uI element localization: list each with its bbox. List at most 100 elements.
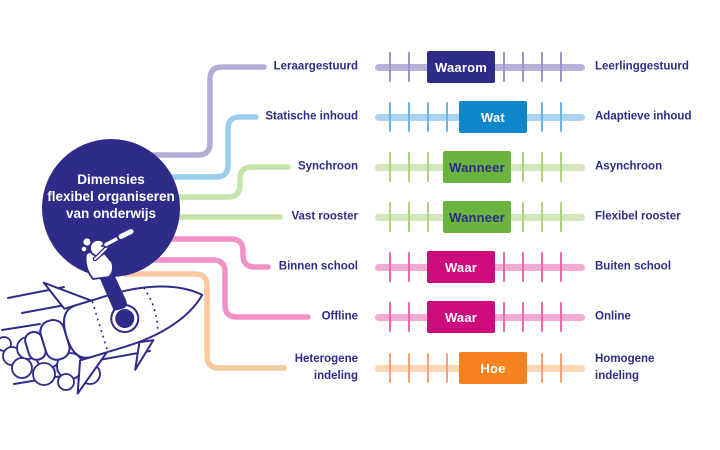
girl-leg [97,268,127,311]
title-line: flexibel organiseren [47,189,175,204]
right-pole-label: Asynchroon [595,160,663,173]
slider-track: Wanneer [375,149,585,185]
tick-mark [560,52,562,82]
tick-mark [389,102,391,132]
right-pole-label: Adaptieve inhoud [595,110,692,123]
rocket-illustration [24,281,204,395]
tick-mark [408,353,410,383]
tick-mark [427,202,429,232]
slider-track: Wanneer [375,199,585,235]
tick-mark [522,52,524,82]
tick-mark [446,353,448,383]
tick-mark [541,302,543,332]
girl-eye [101,245,103,247]
right-pole-label: Buiten school [595,260,672,273]
dimension-row: Statische inhoud Wat Adaptieve inhoud [0,99,720,135]
diagram-title: Dimensies flexibel organiseren van onder… [34,171,188,222]
right-pole-label: Homogene indeling [595,352,655,382]
dimension-row: Vast rooster Wanneer Flexibel rooster [0,199,720,235]
tick-mark [560,152,562,182]
tick-mark [503,52,505,82]
tick-mark [560,202,562,232]
rocket-seam [142,287,159,334]
girl-with-telescope [79,227,136,311]
tick-mark [560,252,562,282]
tick-mark [408,152,410,182]
dimension-value-box: Waar [427,301,495,333]
dimension-value-box: Wat [459,101,527,133]
title-line: van onderwijs [65,206,157,221]
left-pole-label: Leraargestuurd [273,60,358,73]
left-pole-label: Vast rooster [291,210,358,223]
telescope-icon [102,227,136,248]
tick-mark [427,102,429,132]
left-pole-label: Binnen school [278,260,358,273]
title-line: Dimensies [77,172,145,187]
connector-line [147,64,267,158]
tick-mark [522,302,524,332]
tick-mark [522,152,524,182]
dimension-value-box: Wanneer [443,151,511,183]
rocket-mid-fin [134,339,155,371]
tick-mark [408,252,410,282]
tick-mark [389,52,391,82]
tick-mark [541,152,543,182]
girl-hair [89,237,105,242]
tick-mark [541,102,543,132]
dimension-value-box: Hoe [459,352,527,384]
slider-track: Hoe [375,350,585,386]
tick-mark [560,302,562,332]
slider-track: Wat [375,99,585,135]
rocket-seam [91,301,109,352]
dimension-row: Heterogene indeling Hoe Homogene indelin… [0,350,720,386]
tick-mark [522,202,524,232]
connector-line [147,257,311,320]
tick-mark [503,252,505,282]
connector-lines [123,64,311,371]
dimension-row: Offline Waar Online [0,299,720,335]
tick-mark [560,102,562,132]
left-pole-label: Offline [321,310,358,323]
left-pole-label: Synchroon [297,160,358,173]
left-pole-label: Statische inhoud [265,110,358,123]
connector-line [169,164,291,200]
tick-mark [541,252,543,282]
tick-mark [427,152,429,182]
tick-mark [389,202,391,232]
dimension-value-box: Waar [427,251,495,283]
dimension-value-box: Waarom [427,51,495,83]
right-pole-label: Leerlinggestuurd [595,60,689,73]
dimension-circle [42,139,180,277]
tick-mark [408,102,410,132]
dimension-row: Binnen school Waar Buiten school [0,249,720,285]
slider-track: Waar [375,249,585,285]
tick-mark [541,353,543,383]
slider-track: Waarom [375,49,585,85]
tick-mark [389,152,391,182]
tick-mark [408,52,410,82]
tick-mark [522,252,524,282]
connector-line [162,114,259,180]
tick-mark [503,302,505,332]
connector-line [123,271,287,371]
right-pole-label: Online [595,310,631,323]
connector-line [162,236,271,270]
right-pole-label: Flexibel rooster [595,210,681,223]
tick-mark [389,252,391,282]
tick-mark [541,52,543,82]
girl-ponytail [79,244,89,254]
dimension-row: Synchroon Wanneer Asynchroon [0,149,720,185]
dimension-row: Leraargestuurd Waarom Leerlinggestuurd [0,49,720,85]
tick-mark [389,353,391,383]
rocket-porthole-glass [115,309,135,329]
left-pole-label: Heterogene indeling [294,352,358,382]
tick-mark [408,202,410,232]
dimension-value-box: Wanneer [443,201,511,233]
tick-mark [427,353,429,383]
tick-mark [446,102,448,132]
tick-mark [560,353,562,383]
tick-mark [541,202,543,232]
tick-mark [389,302,391,332]
